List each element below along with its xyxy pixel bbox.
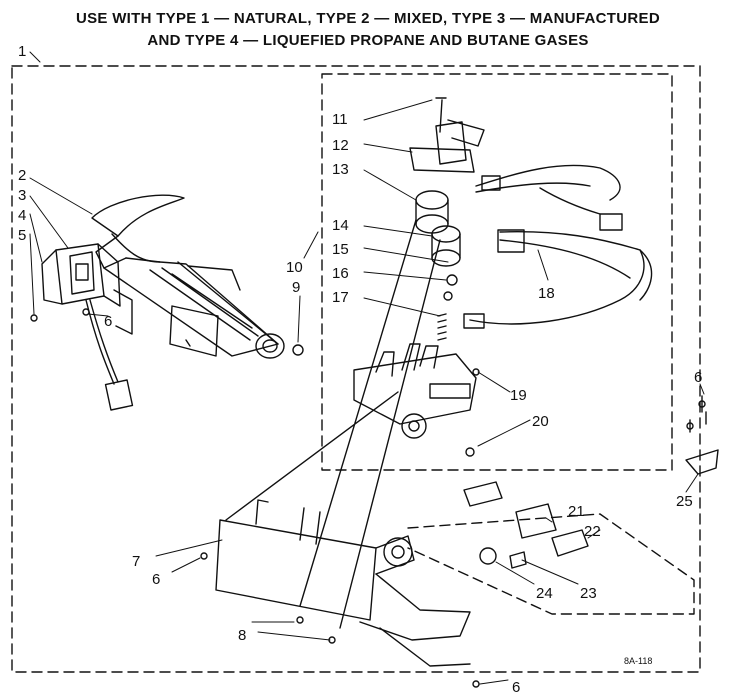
outer-frame bbox=[11, 65, 701, 673]
callout-7: 7 bbox=[132, 553, 140, 570]
callout-2: 2 bbox=[18, 167, 26, 184]
leader-lines bbox=[29, 51, 705, 685]
callout-18: 18 bbox=[538, 285, 555, 302]
callout-19: 19 bbox=[510, 387, 527, 404]
callout-5: 5 bbox=[18, 227, 26, 244]
callout-24: 24 bbox=[536, 585, 553, 602]
header-line-1: USE WITH TYPE 1 — NATURAL, TYPE 2 — MIXE… bbox=[76, 10, 660, 27]
callout-22: 22 bbox=[584, 523, 601, 540]
callout-15: 15 bbox=[332, 241, 349, 258]
callout-14: 14 bbox=[332, 217, 349, 234]
callout-13: 13 bbox=[332, 161, 349, 178]
callout-16: 16 bbox=[332, 265, 349, 282]
callout-10: 10 bbox=[286, 259, 303, 276]
callout-23: 23 bbox=[580, 585, 597, 602]
valve-body bbox=[353, 343, 477, 439]
shield-plate bbox=[169, 305, 219, 357]
assembly-guide-lines bbox=[225, 219, 441, 629]
orifice-parts bbox=[463, 481, 589, 569]
clip-and-screws bbox=[30, 308, 719, 688]
callout-labels: 1 2 3 4 5 6 7 6 8 9 10 11 12 13 14 15 16… bbox=[18, 43, 702, 696]
callout-20: 20 bbox=[532, 413, 549, 430]
callout-6-clip: 6 bbox=[694, 369, 702, 386]
callout-6-bottom: 6 bbox=[512, 679, 520, 696]
diagram-header: USE WITH TYPE 1 — NATURAL, TYPE 2 — MIXE… bbox=[0, 8, 736, 52]
callout-11: 11 bbox=[332, 111, 348, 128]
callout-25: 25 bbox=[676, 493, 693, 510]
wiring-harness bbox=[463, 164, 653, 329]
callout-9: 9 bbox=[292, 279, 300, 296]
diagram-code: 8A-118 bbox=[624, 656, 652, 666]
orifice-group-frame bbox=[407, 513, 695, 615]
callout-8: 8 bbox=[238, 627, 246, 644]
valve-frame bbox=[321, 73, 673, 471]
callout-3: 3 bbox=[18, 187, 26, 204]
igniter-bracket bbox=[41, 243, 134, 411]
callout-12: 12 bbox=[332, 137, 349, 154]
header-line-2: AND TYPE 4 — LIQUEFIED PROPANE AND BUTAN… bbox=[147, 32, 589, 49]
callout-21: 21 bbox=[568, 503, 585, 520]
burner-tube bbox=[91, 194, 285, 359]
valve-stack bbox=[409, 97, 485, 341]
callout-6-burner: 6 bbox=[104, 313, 112, 330]
callout-6-bracket: 6 bbox=[152, 571, 160, 588]
callout-17: 17 bbox=[332, 289, 349, 306]
callout-4: 4 bbox=[18, 207, 26, 224]
mounting-bracket bbox=[215, 499, 471, 667]
callout-1: 1 bbox=[18, 43, 26, 60]
